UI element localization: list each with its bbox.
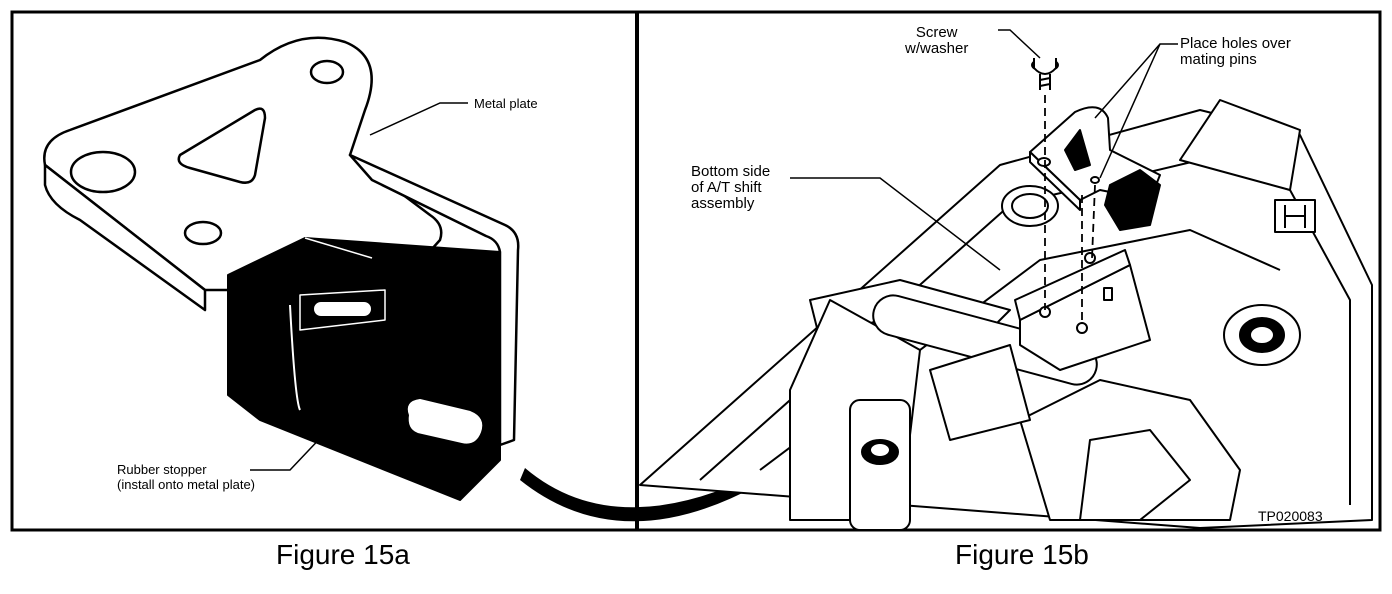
rubber-stopper-drawing xyxy=(227,237,501,501)
place-holes-label: Place holes over mating pins xyxy=(1180,36,1291,68)
plate-hole-lower xyxy=(183,220,223,246)
rubber-stopper-label: Rubber stopper (install onto metal plate… xyxy=(117,462,255,492)
holes-leader-2 xyxy=(1099,43,1161,179)
shift-assembly-drawing xyxy=(639,99,1373,531)
place-holes-label-line1: Place holes over xyxy=(1180,35,1291,52)
metal-plate-drawing xyxy=(43,36,520,447)
plate-hole-top xyxy=(309,59,345,85)
rubber-stopper-label-line2: (install onto metal plate) xyxy=(117,477,256,492)
metal-plate-label: Metal plate xyxy=(474,96,538,111)
bottom-side-label-line3: assembly xyxy=(691,195,755,212)
figure-15a-caption: Figure 15a xyxy=(276,539,410,570)
bottom-side-label-line1: Bottom side xyxy=(691,163,771,180)
rubber-stopper-leader xyxy=(250,411,346,471)
screw-label-line2: w/washer xyxy=(905,40,969,57)
figure-15b-caption: Figure 15b xyxy=(955,539,1089,570)
screw-label-line1: Screw xyxy=(915,24,958,41)
screw-label: Screw w/washer xyxy=(905,25,968,57)
screw-leader xyxy=(998,29,1041,59)
stopper-slot-front xyxy=(407,399,483,444)
alignment-lines xyxy=(1044,95,1096,325)
bottom-side-leader xyxy=(790,177,1001,271)
mounting-bracket-drawing xyxy=(1029,106,1161,231)
screw-drawing xyxy=(1031,58,1059,90)
rubber-stopper-label-line1: Rubber stopper xyxy=(117,462,207,477)
place-holes-label-line2: mating pins xyxy=(1180,51,1257,68)
bottom-side-label-line2: of A/T shift xyxy=(691,179,762,196)
stopper-slot-top xyxy=(314,302,371,316)
figure-code: TP020083 xyxy=(1258,508,1323,524)
plate-cutout-triangle xyxy=(177,107,267,184)
metal-plate-leader xyxy=(369,102,468,136)
bottom-side-label: Bottom side of A/T shift assembly xyxy=(691,164,770,212)
plate-hole-left xyxy=(69,150,137,194)
